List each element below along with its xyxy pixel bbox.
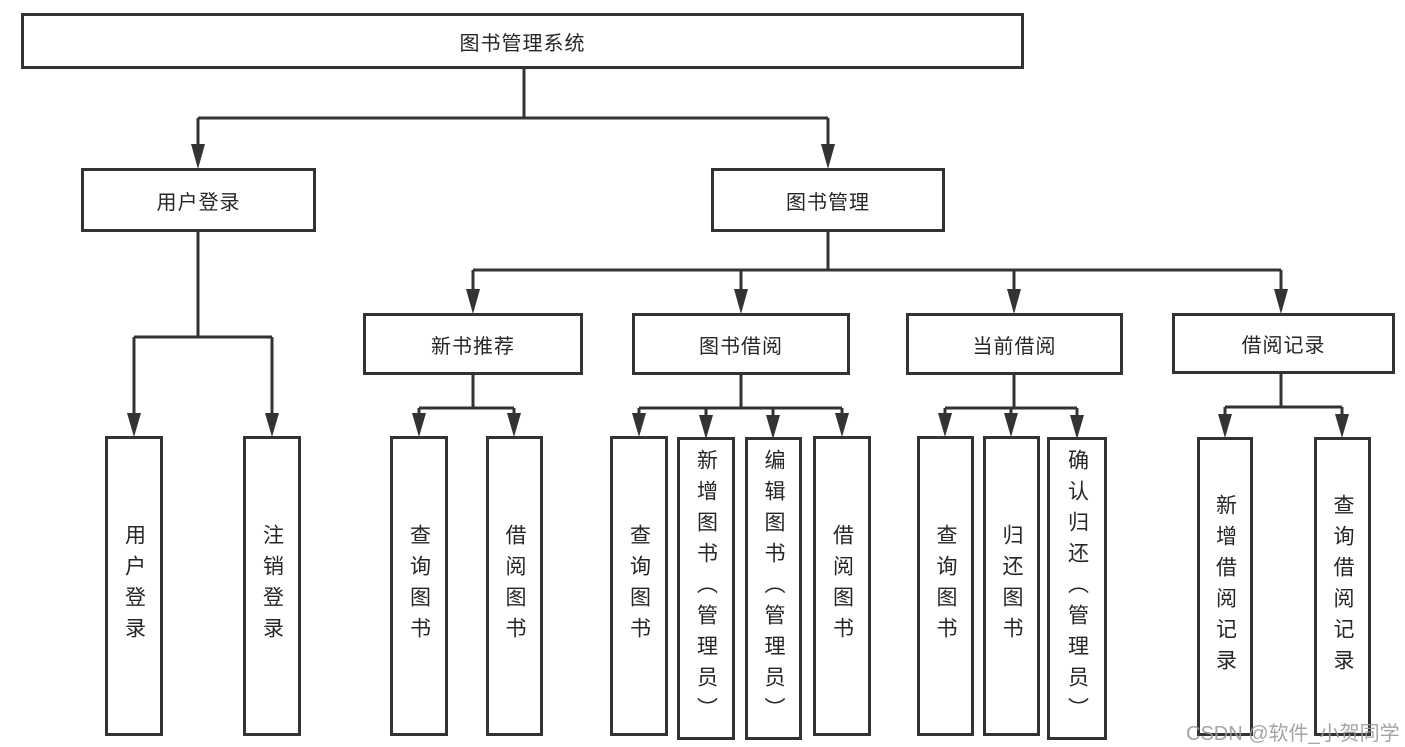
node-borrow-records: 借阅记录: [1172, 313, 1395, 374]
leaf-label: 新增图书（管理员）: [694, 449, 718, 728]
root-node-library-system: 图书管理系统: [21, 13, 1024, 69]
leaf-label: 编辑图书（管理员）: [762, 449, 785, 728]
leaf-label: 借阅图书: [503, 524, 526, 648]
leaf-user-login: 用户登录: [105, 436, 163, 736]
leaf-query-books-borrow: 查询图书: [610, 436, 668, 736]
leaf-edit-books-admin: 编辑图书（管理员）: [745, 437, 802, 740]
node-book-borrow: 图书借阅: [632, 313, 850, 375]
leaf-query-borrow-record: 查询借阅记录: [1314, 437, 1371, 736]
leaf-confirm-return-admin: 确认归还（管理员）: [1047, 437, 1107, 740]
leaf-label: 确认归还（管理员）: [1065, 449, 1089, 728]
node-new-book-recommend: 新书推荐: [363, 313, 583, 375]
leaf-label: 查询图书: [934, 524, 957, 648]
node-user-login: 用户登录: [81, 168, 316, 232]
leaf-logout: 注销登录: [243, 436, 301, 736]
leaf-query-books-newbook: 查询图书: [390, 436, 448, 736]
leaf-label: 新增借阅记录: [1213, 493, 1237, 680]
node-book-management: 图书管理: [711, 168, 945, 232]
csdn-watermark: CSDN @软件_小贺同学: [1186, 723, 1400, 745]
leaf-label: 查询借阅记录: [1331, 493, 1354, 680]
leaf-label: 查询图书: [627, 524, 651, 648]
leaf-borrow-books-newbook: 借阅图书: [486, 436, 543, 736]
leaf-add-borrow-record: 新增借阅记录: [1197, 437, 1253, 736]
leaf-label: 注销登录: [260, 524, 284, 648]
leaf-add-books-admin: 新增图书（管理员）: [677, 437, 735, 740]
node-current-borrow: 当前借阅: [906, 313, 1123, 375]
leaf-label: 查询图书: [407, 524, 431, 648]
leaf-label: 借阅图书: [830, 524, 854, 648]
leaf-label: 用户登录: [122, 524, 146, 648]
leaf-label: 归还图书: [1000, 524, 1023, 648]
leaf-return-books: 归还图书: [983, 436, 1040, 736]
leaf-borrow-books: 借阅图书: [813, 436, 871, 736]
leaf-query-books-current: 查询图书: [917, 436, 974, 736]
